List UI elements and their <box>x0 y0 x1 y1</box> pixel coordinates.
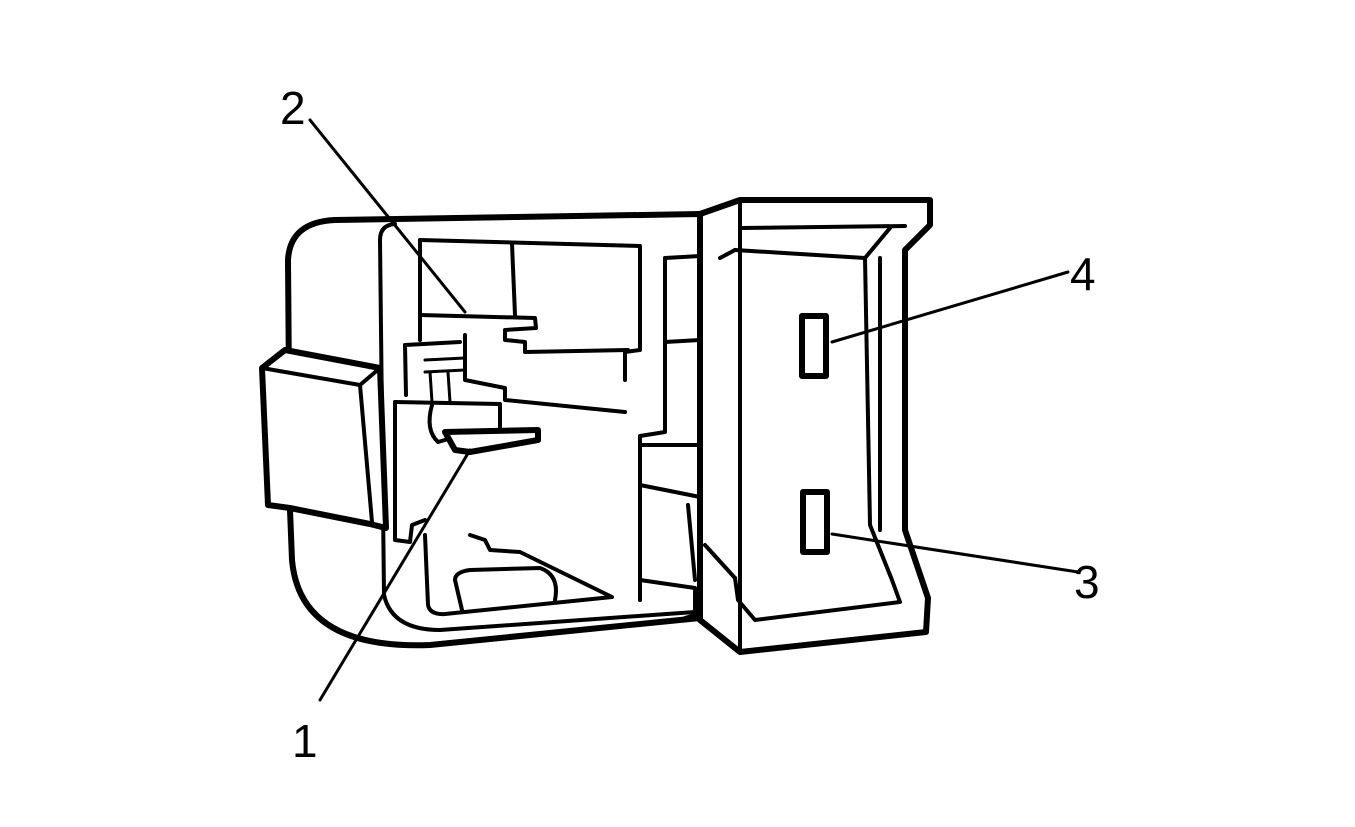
terminal-face <box>697 197 933 655</box>
leader-line-4 <box>830 270 1070 344</box>
locking-tab <box>259 347 389 531</box>
leader-lines <box>308 118 1080 702</box>
leader-line-1 <box>318 448 472 702</box>
inner-cavity <box>393 238 642 617</box>
callout-2: 2 <box>280 82 306 134</box>
leader-line-3 <box>830 532 1080 574</box>
callout-1: 1 <box>292 715 318 767</box>
callout-4: 4 <box>1070 248 1096 300</box>
leader-line-2 <box>308 118 467 314</box>
callout-3: 3 <box>1074 556 1100 608</box>
